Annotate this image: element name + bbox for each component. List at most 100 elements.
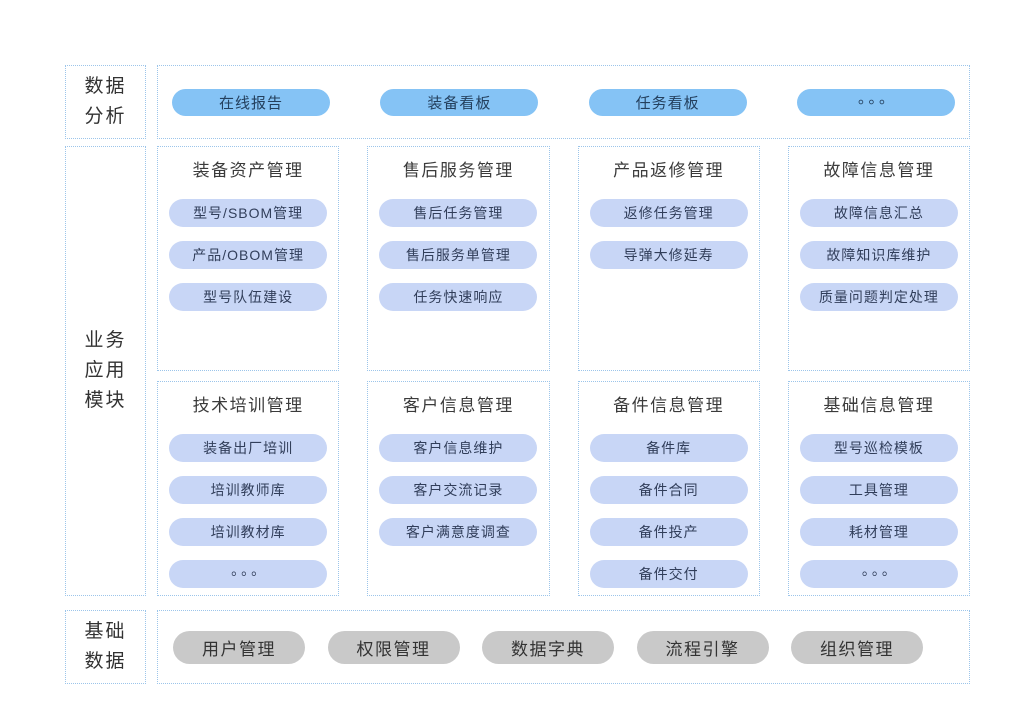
pill-data-dictionary[interactable]: 数据字典 xyxy=(482,630,614,664)
module-item-pill[interactable]: 型号巡检模板 xyxy=(799,434,958,462)
pill-label: 备件投产 xyxy=(638,524,699,540)
pill-label: 备件合同 xyxy=(638,482,699,498)
module-items: 故障信息汇总 故障知识库维护 质量问题判定处理 xyxy=(799,199,958,311)
module-item-pill[interactable]: 型号队伍建设 xyxy=(169,283,328,311)
module-title: 故障信息管理 xyxy=(823,161,935,180)
pill-label: 产品/OBOM管理 xyxy=(192,247,304,263)
module-item-pill[interactable]: 客户信息维护 xyxy=(379,434,538,462)
label-line: 分析 xyxy=(84,106,127,127)
label-business-modules: 业务 应用 模块 xyxy=(65,146,146,596)
ellipsis-icon: 。。。 xyxy=(857,89,897,107)
pill-user-mgmt[interactable]: 用户管理 xyxy=(173,630,305,664)
module-spare-parts: 备件信息管理 备件库 备件合同 备件投产 备件交付 xyxy=(577,381,760,596)
base-data-content-box: 用户管理 权限管理 数据字典 流程引擎 组织管理 xyxy=(157,610,970,684)
module-item-pill[interactable]: 装备出厂培训 xyxy=(169,434,328,462)
pill-label: 耗材管理 xyxy=(848,524,909,540)
module-basic-info: 基础信息管理 型号巡检模板 工具管理 耗材管理 。。。 xyxy=(787,381,970,596)
pill-label: 型号巡检模板 xyxy=(833,440,924,456)
module-item-pill[interactable]: 故障信息汇总 xyxy=(799,199,958,227)
pill-label: 故障信息汇总 xyxy=(833,205,924,221)
pill-label: 备件库 xyxy=(646,440,692,456)
module-title: 技术培训管理 xyxy=(192,396,304,415)
pill-label: 客户满意度调查 xyxy=(405,524,511,540)
module-item-pill[interactable]: 工具管理 xyxy=(799,476,958,504)
module-items: 型号/SBOM管理 产品/OBOM管理 型号队伍建设 xyxy=(169,199,328,311)
pill-label: 用户管理 xyxy=(202,639,276,659)
pill-permission-mgmt[interactable]: 权限管理 xyxy=(327,630,460,664)
pill-label: 工具管理 xyxy=(848,482,909,498)
module-customer-info: 客户信息管理 客户信息维护 客户交流记录 客户满意度调查 xyxy=(367,381,550,596)
pill-label: 装备出厂培训 xyxy=(203,440,294,456)
module-item-pill[interactable]: 型号/SBOM管理 xyxy=(169,199,328,227)
module-item-pill[interactable]: 产品/OBOM管理 xyxy=(169,241,328,269)
ellipsis-icon: 。。。 xyxy=(861,562,899,578)
section-data-analysis: 数据 分析 在线报告 装备看板 任务看板 。。。 xyxy=(65,65,970,139)
pill-label: 客户信息维护 xyxy=(413,440,504,456)
module-items: 返修任务管理 导弹大修延寿 xyxy=(589,199,748,269)
pill-label: 数据字典 xyxy=(511,639,585,659)
module-items: 型号巡检模板 工具管理 耗材管理 。。。 xyxy=(799,434,958,588)
module-item-pill[interactable]: 客户满意度调查 xyxy=(379,518,538,546)
pill-label: 培训教师库 xyxy=(210,482,286,498)
module-items: 装备出厂培训 培训教师库 培训教材库 。。。 xyxy=(169,434,328,588)
pill-task-dashboard[interactable]: 任务看板 xyxy=(588,88,747,116)
module-item-pill[interactable]: 备件投产 xyxy=(589,518,748,546)
module-items: 客户信息维护 客户交流记录 客户满意度调查 xyxy=(379,434,538,546)
ellipsis-icon: 。。。 xyxy=(231,562,269,578)
module-title: 产品返修管理 xyxy=(613,161,725,180)
module-item-pill[interactable]: 培训教材库 xyxy=(169,518,328,546)
module-item-pill[interactable]: 客户交流记录 xyxy=(379,476,538,504)
pill-equipment-dashboard[interactable]: 装备看板 xyxy=(380,88,539,116)
pill-label: 故障知识库维护 xyxy=(826,247,932,263)
module-items: 备件库 备件合同 备件投产 备件交付 xyxy=(589,434,748,588)
pill-label: 型号队伍建设 xyxy=(203,289,294,305)
module-equipment-asset: 装备资产管理 型号/SBOM管理 产品/OBOM管理 型号队伍建设 xyxy=(157,146,340,371)
pill-process-engine[interactable]: 流程引擎 xyxy=(636,630,769,664)
pill-org-mgmt[interactable]: 组织管理 xyxy=(791,630,923,664)
pill-label: 客户交流记录 xyxy=(413,482,504,498)
pill-label: 售后任务管理 xyxy=(413,205,504,221)
label-line: 数据 xyxy=(84,651,127,672)
pill-label: 装备看板 xyxy=(427,94,492,112)
module-item-pill[interactable]: 任务快速响应 xyxy=(379,283,538,311)
label-data-analysis: 数据 分析 xyxy=(65,65,146,139)
module-item-pill[interactable]: 备件合同 xyxy=(589,476,748,504)
pill-label: 质量问题判定处理 xyxy=(818,289,939,305)
module-technical-training: 技术培训管理 装备出厂培训 培训教师库 培训教材库 。。。 xyxy=(157,381,340,596)
label-line: 数据 xyxy=(84,76,127,97)
module-item-pill[interactable]: 售后任务管理 xyxy=(379,199,538,227)
pill-online-report[interactable]: 在线报告 xyxy=(172,88,330,116)
module-item-pill[interactable]: 耗材管理 xyxy=(799,518,958,546)
module-item-pill[interactable]: 故障知识库维护 xyxy=(799,241,958,269)
modules-grid: 装备资产管理 型号/SBOM管理 产品/OBOM管理 型号队伍建设 售后服务管理… xyxy=(157,146,970,596)
pill-label: 售后服务单管理 xyxy=(405,247,511,263)
pill-label: 任务快速响应 xyxy=(413,289,504,305)
module-item-pill[interactable]: 返修任务管理 xyxy=(589,199,748,227)
module-title: 装备资产管理 xyxy=(192,161,304,180)
module-title: 客户信息管理 xyxy=(402,396,514,415)
module-item-pill[interactable]: 备件交付 xyxy=(589,560,748,588)
module-item-pill[interactable]: 备件库 xyxy=(589,434,748,462)
module-item-pill[interactable]: 质量问题判定处理 xyxy=(799,283,958,311)
pill-more-top[interactable]: 。。。 xyxy=(796,88,955,116)
module-product-repair: 产品返修管理 返修任务管理 导弹大修延寿 xyxy=(577,146,760,371)
module-item-pill[interactable]: 导弹大修延寿 xyxy=(589,241,748,269)
label-base-data: 基础 数据 xyxy=(65,610,146,684)
pill-label: 权限管理 xyxy=(356,639,431,659)
module-fault-info: 故障信息管理 故障信息汇总 故障知识库维护 质量问题判定处理 xyxy=(787,146,970,371)
pill-more-basic-info[interactable]: 。。。 xyxy=(799,560,958,588)
pill-label: 流程引擎 xyxy=(665,639,740,659)
module-items: 售后任务管理 售后服务单管理 任务快速响应 xyxy=(379,199,538,311)
pill-label: 在线报告 xyxy=(218,94,283,112)
module-item-pill[interactable]: 培训教师库 xyxy=(169,476,328,504)
pill-label: 备件交付 xyxy=(638,566,699,582)
module-after-sales-service: 售后服务管理 售后任务管理 售后服务单管理 任务快速响应 xyxy=(367,146,550,371)
pill-more-training[interactable]: 。。。 xyxy=(169,560,328,588)
data-analysis-content-box: 在线报告 装备看板 任务看板 。。。 xyxy=(157,65,970,139)
module-title: 售后服务管理 xyxy=(402,161,514,180)
module-item-pill[interactable]: 售后服务单管理 xyxy=(379,241,538,269)
pill-label: 培训教材库 xyxy=(210,524,286,540)
pill-label: 返修任务管理 xyxy=(623,205,714,221)
pill-label: 导弹大修延寿 xyxy=(623,247,714,263)
